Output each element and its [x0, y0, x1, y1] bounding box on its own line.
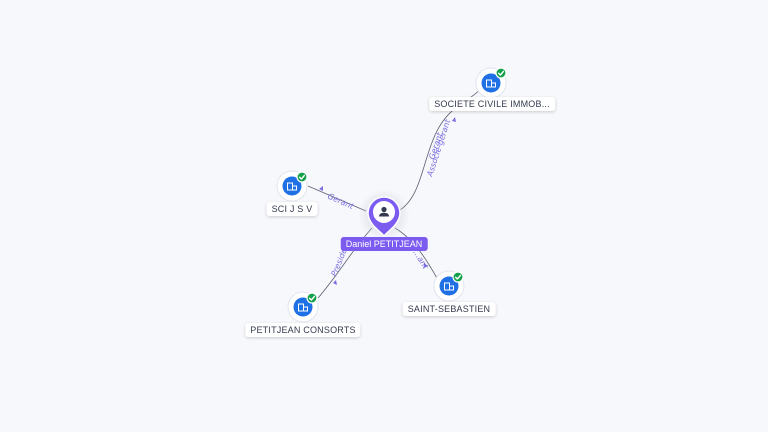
- verified-badge-icon: [306, 292, 318, 304]
- edge-label-saint-sebastien: ...ant: [411, 248, 430, 271]
- center-node-label[interactable]: Daniel PETITJEAN: [340, 237, 428, 251]
- center-node[interactable]: [367, 196, 401, 238]
- edge-sci-jsv: [307, 185, 367, 212]
- edge-societe-civile: [399, 87, 483, 211]
- node-societe-civile[interactable]: [475, 67, 507, 99]
- edge-petitjean-consorts: [317, 227, 373, 299]
- building-icon: [287, 182, 297, 191]
- verified-badge-icon: [452, 271, 464, 283]
- edge-arrow: [319, 186, 323, 191]
- edge-arrow: [424, 263, 428, 268]
- person-icon: [379, 206, 389, 217]
- edge-arrow: [333, 280, 337, 285]
- building-icon: [486, 79, 496, 88]
- node-sci-jsv[interactable]: [276, 170, 308, 202]
- verified-badge-icon: [495, 67, 507, 79]
- verified-badge-icon: [296, 171, 308, 183]
- node-label-sci-jsv[interactable]: SCI J S V: [266, 202, 318, 216]
- edge-arrow: [452, 117, 456, 122]
- node-label-societe-civile[interactable]: SOCIETE CIVILE IMMOB...: [429, 97, 555, 111]
- node-label-petitjean-consorts[interactable]: PETITJEAN CONSORTS: [245, 323, 361, 337]
- node-petitjean-consorts[interactable]: [287, 291, 319, 323]
- node-label-saint-sebastien[interactable]: SAINT-SEBASTIEN: [402, 302, 496, 316]
- node-saint-sebastien[interactable]: [433, 270, 465, 302]
- edge-label-gerant-2: Gerant: [326, 192, 356, 212]
- edge-label-associe-gerant: Associe-gerant: [425, 117, 453, 178]
- building-icon: [298, 303, 308, 312]
- building-icon: [444, 282, 454, 291]
